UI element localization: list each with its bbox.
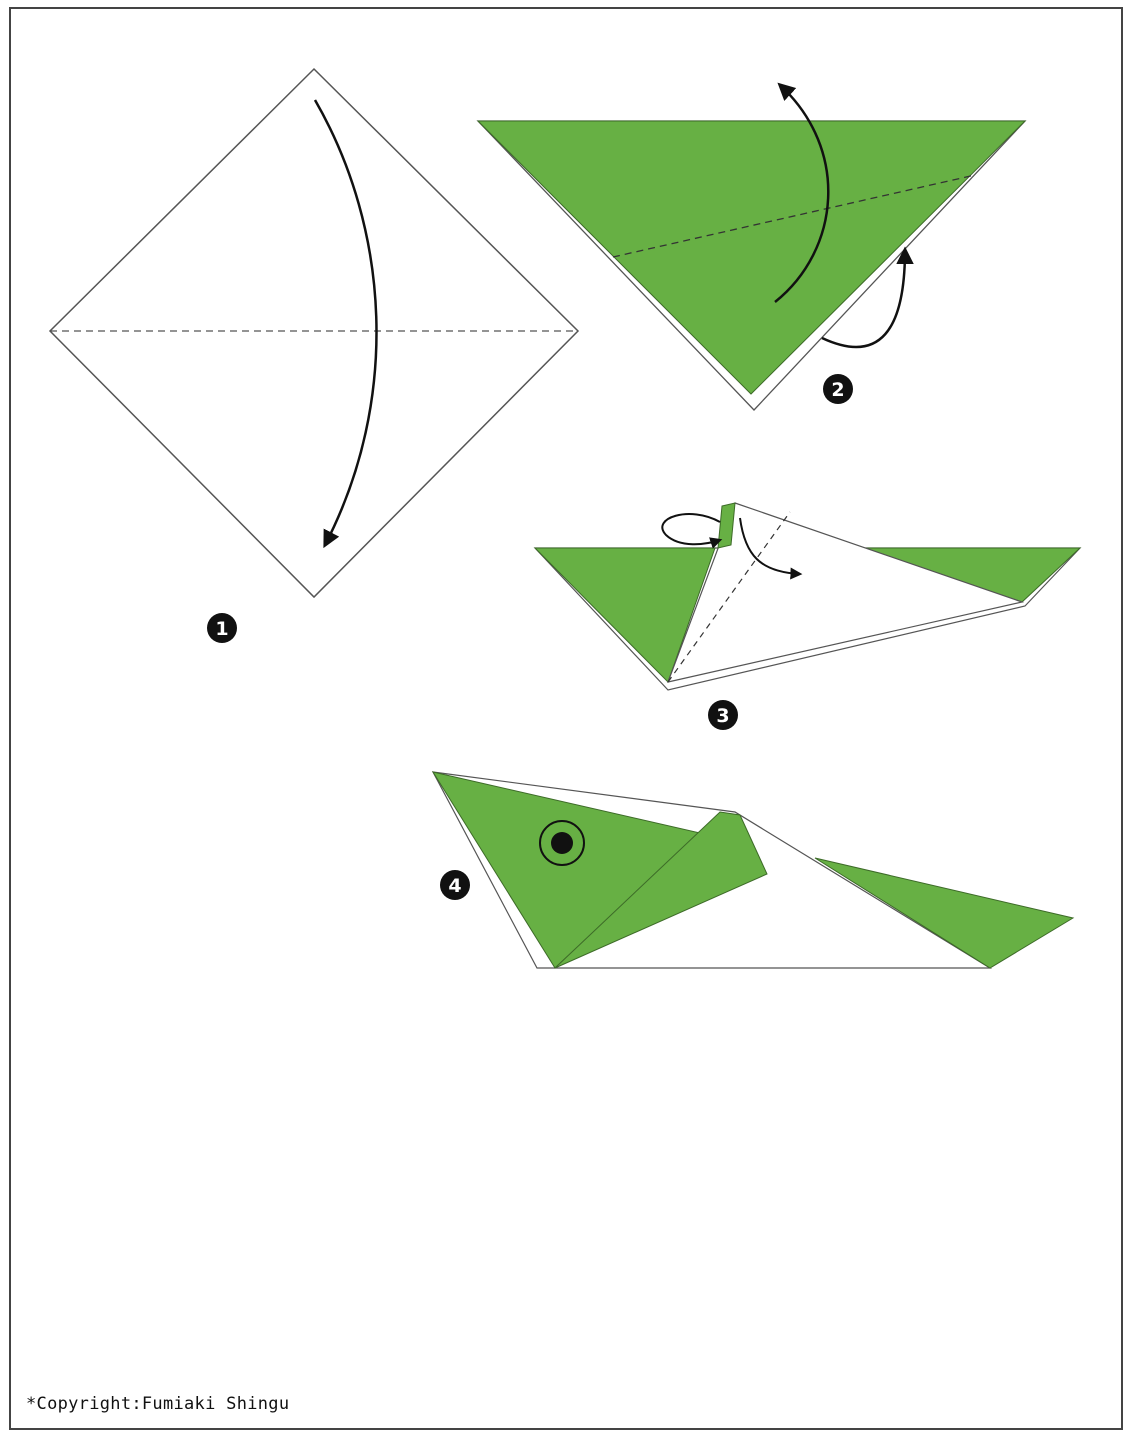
step-1-diagram: [50, 69, 578, 597]
svg-text:4: 4: [448, 875, 461, 897]
square-paper: [50, 69, 578, 597]
eye-pupil: [551, 832, 573, 854]
copyright-text: *Copyright:Fumiaki Shingu: [26, 1394, 289, 1414]
svg-text:2: 2: [831, 379, 844, 401]
green-triangle: [478, 121, 1025, 394]
step-4-number: 4: [440, 870, 470, 900]
step-3-number: 3: [708, 700, 738, 730]
step-1-number: 1: [207, 613, 237, 643]
step-4-diagram: [433, 772, 1073, 968]
step-3-diagram: [535, 503, 1080, 690]
svg-text:1: 1: [215, 618, 228, 640]
step-2-diagram: [478, 85, 1025, 410]
step-2-number: 2: [823, 374, 853, 404]
svg-text:3: 3: [716, 705, 729, 727]
turn-over-arrow: [662, 514, 720, 544]
